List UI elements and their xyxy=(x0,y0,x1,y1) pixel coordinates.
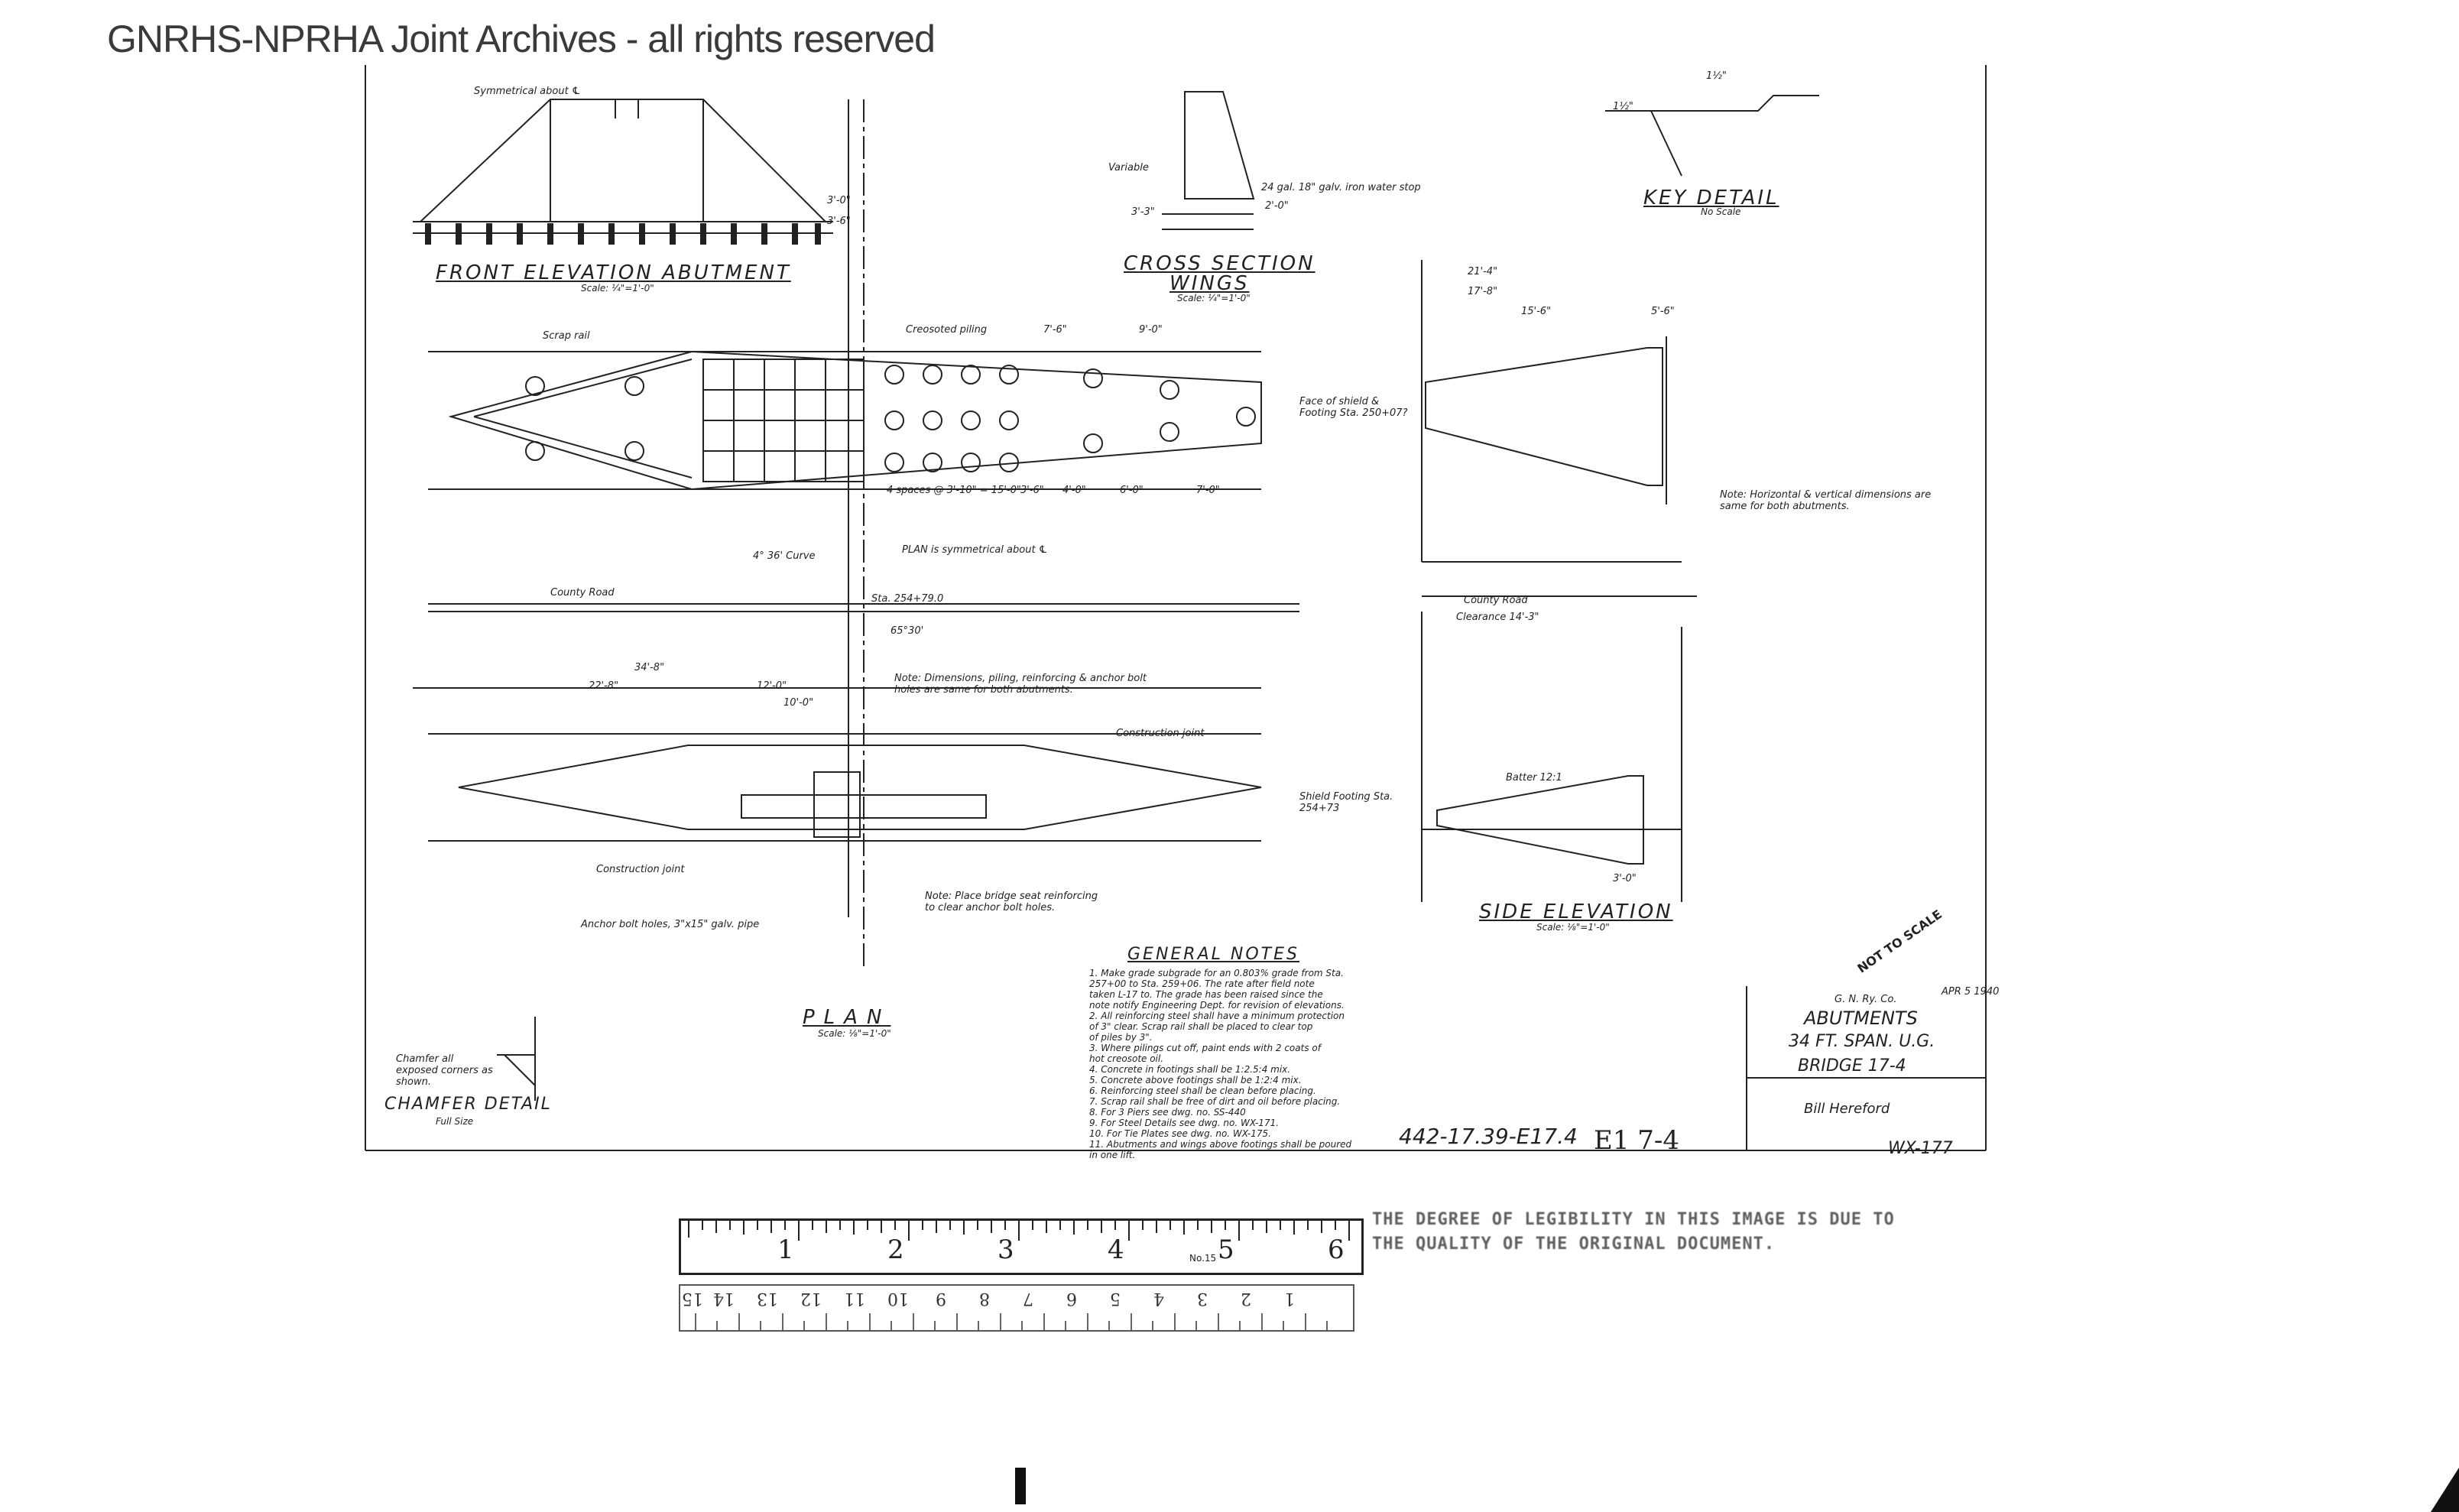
ruler-cm-13: 13 xyxy=(757,1289,778,1308)
plan-dim-7-0: 7'-0" xyxy=(1196,485,1220,496)
ruler-cm-10: 10 xyxy=(887,1289,909,1308)
chamfer-scale: Full Size xyxy=(436,1116,474,1127)
inch-ruler: 1 2 3 4 5 6 No.15 xyxy=(679,1218,1364,1275)
side-batter: Batter 12:1 xyxy=(1506,772,1562,784)
ruler-cm-3: 3 xyxy=(1197,1289,1208,1308)
ruler-inch-5: 5 xyxy=(1218,1235,1234,1265)
side-dim-3-0: 3'-0" xyxy=(1613,873,1637,884)
handwritten-code: 442-17.39-E17.4 xyxy=(1399,1124,1578,1149)
plan-scale: Scale: ⅛"=1'-0" xyxy=(818,1028,891,1039)
bridge-seat-note: Note: Place bridge seat reinforcing to c… xyxy=(925,891,1098,913)
construction-joint-left: Construction joint xyxy=(596,864,685,875)
ruler-cm-2: 2 xyxy=(1241,1289,1251,1308)
plan-symmetrical-note: PLAN is symmetrical about ℄ xyxy=(902,544,1048,556)
cross-dim-2: 2'-0" xyxy=(1265,200,1289,212)
tb-drawing-number: WX-177 xyxy=(1888,1139,1953,1158)
tb-drawn-by: Bill Hereford xyxy=(1804,1101,1890,1117)
skew-angle: 65°30' xyxy=(890,625,924,637)
side-elevation-title: SIDE ELEVATION xyxy=(1479,900,1673,923)
ruler-cm-14: 14 xyxy=(713,1289,735,1308)
key-detail-title: KEY DETAIL xyxy=(1643,187,1779,209)
archive-watermark: GNRHS-NPRHA Joint Archives - all rights … xyxy=(107,18,936,60)
tb-title: ABUTMENTS xyxy=(1804,1007,1918,1029)
chamfer-title: CHAMFER DETAIL xyxy=(384,1095,552,1114)
ruler-inch-1: 1 xyxy=(777,1235,794,1265)
ruler-cm-4: 4 xyxy=(1153,1289,1164,1308)
ruler-cm-5: 5 xyxy=(1110,1289,1121,1308)
ruler-inch-3: 3 xyxy=(998,1235,1014,1265)
general-notes-title: GENERAL NOTES xyxy=(1127,945,1299,964)
plan-dim-7-6: 7'-6" xyxy=(1043,324,1067,336)
front-dim-1: 3'-0" xyxy=(827,195,851,206)
cross-variable: Variable xyxy=(1108,162,1149,174)
side-dim-2: 17'-8" xyxy=(1468,286,1498,297)
plan-creosoted-piling: Creosoted piling xyxy=(906,324,988,336)
lower-dim-3: 12'-0" xyxy=(757,680,787,692)
ruler-cm-11: 11 xyxy=(844,1289,865,1308)
plan-dimensions-note: Note: Dimensions, piling, reinforcing & … xyxy=(894,673,1147,696)
construction-joint-right: Construction joint xyxy=(1116,728,1205,739)
front-elevation-title: FRONT ELEVATION ABUTMENT xyxy=(436,261,791,284)
plan-scrap-rail: Scrap rail xyxy=(543,330,590,342)
anchor-bolt-holes: Anchor bolt holes, 3"x15" galv. pipe xyxy=(581,919,760,930)
cross-section-title: CROSS SECTION xyxy=(1124,252,1315,275)
side-dim-3: 15'-6" xyxy=(1521,306,1552,317)
legibility-notice: THE DEGREE OF LEGIBILITY IN THIS IMAGE I… xyxy=(1372,1210,1895,1254)
front-elevation-scale: Scale: ¼"=1'-0" xyxy=(581,283,654,294)
tb-bridge: BRIDGE 17-4 xyxy=(1798,1056,1906,1076)
ruler-cm-1: 1 xyxy=(1284,1289,1295,1308)
ruler-brand: No.15 xyxy=(1189,1253,1217,1264)
side-note: Note: Horizontal & vertical dimensions a… xyxy=(1720,489,1932,512)
ruler-cm-8: 8 xyxy=(979,1289,990,1308)
tb-date-stamp: APR 5 1940 xyxy=(1942,986,2000,998)
lower-dim-4: 10'-0" xyxy=(783,697,814,709)
lower-dim-2: 22'-8" xyxy=(589,680,619,692)
key-dim-2: 1½" xyxy=(1613,101,1633,112)
key-detail-scale: No Scale xyxy=(1701,206,1741,217)
ruler-cm-15: 15 xyxy=(682,1289,703,1308)
plan-dim-3-6: 3'-6" xyxy=(1020,485,1044,496)
side-county-road: County Road xyxy=(1464,595,1528,606)
ruler-cm-7: 7 xyxy=(1023,1289,1033,1308)
side-dim-1: 21'-4" xyxy=(1468,266,1498,277)
county-road-plan: County Road xyxy=(550,587,615,599)
lower-dim-1: 34'-8" xyxy=(634,662,665,673)
general-notes-body: 1. Make grade subgrade for an 0.803% gra… xyxy=(1089,968,1352,1160)
plan-dim-9-0: 9'-0" xyxy=(1139,324,1163,336)
cross-waterstop: 24 gal. 18" galv. iron water stop xyxy=(1261,182,1421,193)
station-label: Sta. 254+79.0 xyxy=(871,593,944,605)
tb-span: 34 FT. SPAN. U.G. xyxy=(1789,1032,1935,1051)
chamfer-note: Chamfer all exposed corners as shown. xyxy=(396,1053,493,1088)
cross-section-title-2: WINGS xyxy=(1169,272,1250,295)
front-dim-2: 3'-6" xyxy=(827,216,851,227)
tb-company: G. N. Ry. Co. xyxy=(1835,994,1897,1005)
side-dim-4: 5'-6" xyxy=(1651,306,1675,317)
ruler-inch-4: 4 xyxy=(1108,1235,1124,1265)
curve-label: 4° 36' Curve xyxy=(753,550,816,562)
front-symmetrical-label: Symmetrical about ℄ xyxy=(474,86,581,97)
shield-footing-sta: Shield Footing Sta. 254+73 xyxy=(1299,791,1393,814)
cross-dim-1: 3'-3" xyxy=(1131,206,1155,218)
side-clearance: Clearance 14'-3" xyxy=(1456,612,1539,623)
cross-section-scale: Scale: ¼"=1'-0" xyxy=(1177,293,1251,303)
ruler-inch-6: 6 xyxy=(1328,1235,1345,1265)
plan-title: PLAN xyxy=(803,1006,891,1029)
key-dim-1: 1½" xyxy=(1706,70,1727,82)
side-face-shield: Face of shield & Footing Sta. 250+07? xyxy=(1299,396,1408,419)
plan-pile-spaces: 4 spaces @ 3'-10" = 15'-0" xyxy=(887,485,1021,496)
plan-dim-4-0: 4'-0" xyxy=(1062,485,1086,496)
cm-ruler: 1 2 3 4 5 6 7 8 9 10 11 12 13 14 15 xyxy=(679,1284,1354,1332)
ruler-cm-9: 9 xyxy=(936,1289,946,1308)
stamp-code: E1 7-4 xyxy=(1594,1125,1680,1156)
ruler-cm-12: 12 xyxy=(800,1289,822,1308)
plan-dim-6-0: 6'-0" xyxy=(1120,485,1144,496)
ruler-inch-2: 2 xyxy=(887,1235,904,1265)
side-elevation-scale: Scale: ⅛"=1'-0" xyxy=(1536,922,1610,933)
ruler-cm-6: 6 xyxy=(1066,1289,1077,1308)
